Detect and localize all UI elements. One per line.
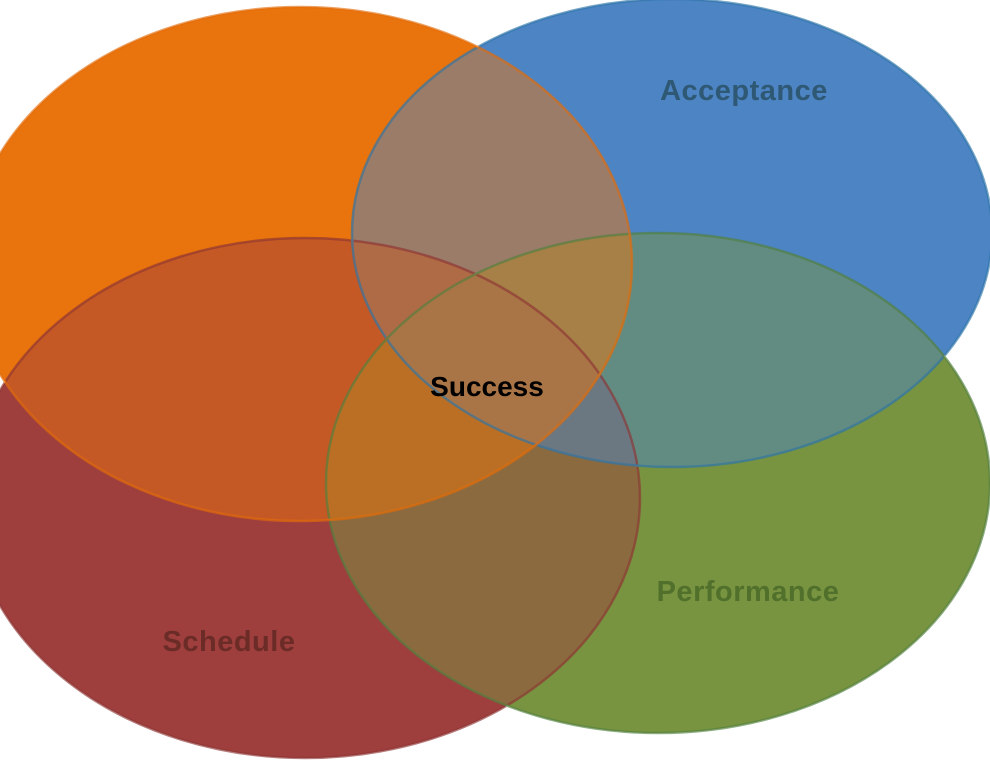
venn-labels: Acceptance Performance Schedule Success — [163, 75, 840, 658]
label-acceptance: Acceptance — [660, 75, 828, 107]
circle-schedule-outline — [0, 236, 642, 760]
label-performance: Performance — [657, 576, 840, 608]
circle-orange-outline — [0, 5, 634, 523]
circle-orange-overlay — [0, 7, 632, 521]
label-schedule: Schedule — [163, 626, 296, 658]
circle-acceptance-outline — [350, 0, 990, 469]
label-success: Success — [430, 371, 544, 402]
circle-performance-outline — [324, 231, 990, 735]
